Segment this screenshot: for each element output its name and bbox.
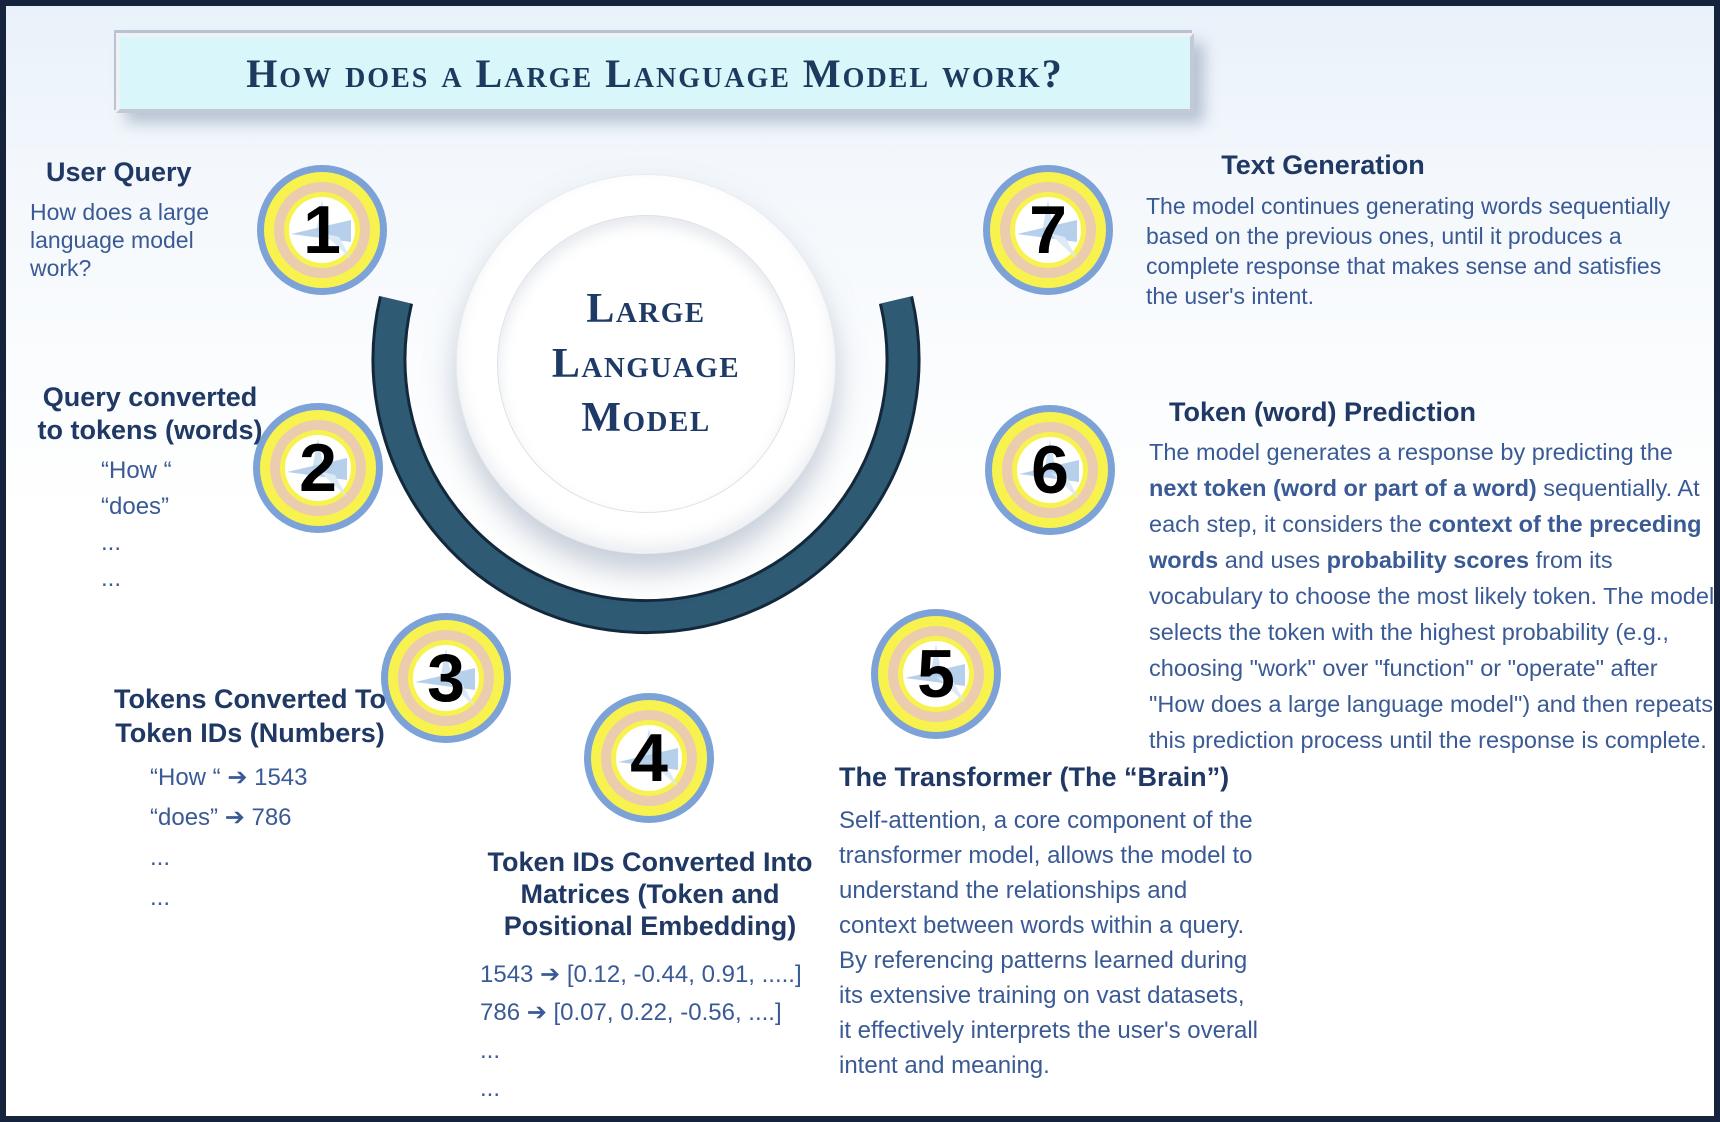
step-number: 1 bbox=[303, 192, 341, 268]
step-7-badge: 7 bbox=[1015, 192, 1081, 268]
step-number: 4 bbox=[630, 720, 668, 796]
step-4-heading: Token IDs Converted Into Matrices (Token… bbox=[434, 846, 866, 942]
compass-icon bbox=[1019, 440, 1079, 499]
embedding-mapping: ... bbox=[480, 1075, 501, 1102]
token-item: “does” bbox=[101, 493, 170, 520]
step-6-heading: Token (word) Prediction bbox=[1169, 397, 1477, 427]
embedding-mapping: 1543 ➔ [0.12, -0.44, 0.91, .....] bbox=[480, 961, 802, 988]
step-4-heading-line3: Positional Embedding) bbox=[503, 911, 797, 941]
token-id-mapping: “does” ➔ 786 bbox=[150, 804, 292, 831]
step-3-heading-line1: Tokens Converted To bbox=[113, 684, 387, 714]
step-2-heading-line2: to tokens (words) bbox=[37, 415, 263, 445]
center-label-line3: Model bbox=[581, 395, 711, 442]
token-id-mapping: ... bbox=[150, 844, 171, 871]
compass-icon bbox=[618, 728, 678, 787]
step-number: 3 bbox=[427, 640, 465, 716]
compass-icon bbox=[415, 648, 475, 707]
center-label-line1: Large bbox=[586, 286, 706, 333]
step-7-heading: Text Generation bbox=[1221, 150, 1425, 180]
token-item: “How “ bbox=[101, 457, 172, 484]
page-title: How does a Large Language Model work? bbox=[246, 50, 1064, 96]
step-6-badge: 6 bbox=[1017, 432, 1083, 508]
step-2-heading-line1: Query converted bbox=[42, 382, 258, 412]
embedding-mapping: ... bbox=[480, 1037, 501, 1064]
title-banner: How does a Large Language Model work? bbox=[116, 33, 1194, 113]
step-4-badge: 4 bbox=[616, 720, 682, 796]
embedding-mapping: 786 ➔ [0.07, 0.22, -0.56, ....] bbox=[480, 999, 782, 1026]
center-circle: Large Language Model bbox=[456, 174, 836, 554]
step-2-token-list: “How “ “does” ... ... bbox=[101, 453, 172, 597]
center-label-line2: Language bbox=[551, 340, 741, 387]
step-number: 2 bbox=[299, 430, 337, 506]
token-id-mapping: ... bbox=[150, 884, 171, 911]
token-item: ... bbox=[101, 565, 122, 592]
step-4-heading-line2: Matrices (Token and bbox=[520, 879, 780, 909]
step-number: 7 bbox=[1029, 192, 1067, 268]
center-inner-ring: Large Language Model bbox=[497, 215, 795, 513]
step-7-body: The model continues generating words seq… bbox=[1146, 193, 1671, 309]
step-3-heading: Tokens Converted To Token IDs (Numbers) bbox=[102, 682, 398, 750]
step-5-badge: 5 bbox=[903, 636, 969, 712]
step-5-body: Self-attention, a core component of the … bbox=[839, 807, 1258, 1079]
semicircle-arc bbox=[371, 295, 921, 635]
step-5-heading: The Transformer (The “Brain”) bbox=[839, 762, 1230, 792]
token-item: ... bbox=[101, 529, 122, 556]
compass-icon bbox=[287, 438, 347, 497]
token-id-mapping: “How “ ➔ 1543 bbox=[150, 764, 308, 791]
step-1-body: How does a large language model work? bbox=[30, 199, 209, 281]
compass-icon bbox=[1017, 200, 1077, 259]
step-number: 5 bbox=[917, 636, 955, 712]
compass-icon bbox=[905, 644, 965, 703]
compass-icon bbox=[291, 200, 351, 259]
step-1-heading: User Query bbox=[46, 157, 192, 187]
step-number: 6 bbox=[1031, 432, 1069, 508]
step-2-heading: Query converted to tokens (words) bbox=[24, 381, 276, 447]
step-4-heading-line1: Token IDs Converted Into bbox=[487, 847, 813, 877]
step-3-mapping-list: “How “ ➔ 1543 “does” ➔ 786 ... ... bbox=[150, 758, 308, 918]
step-3-badge: 3 bbox=[413, 640, 479, 716]
center-label: Large Language Model bbox=[552, 282, 740, 446]
step-2-badge: 2 bbox=[285, 430, 351, 506]
step-1-badge: 1 bbox=[289, 192, 355, 268]
step-3-heading-line2: Token IDs (Numbers) bbox=[115, 718, 385, 748]
step-6-body: The model generates a response by predic… bbox=[1149, 439, 1715, 753]
step-4-embedding-list: 1543 ➔ [0.12, -0.44, 0.91, .....] 786 ➔ … bbox=[480, 956, 802, 1108]
